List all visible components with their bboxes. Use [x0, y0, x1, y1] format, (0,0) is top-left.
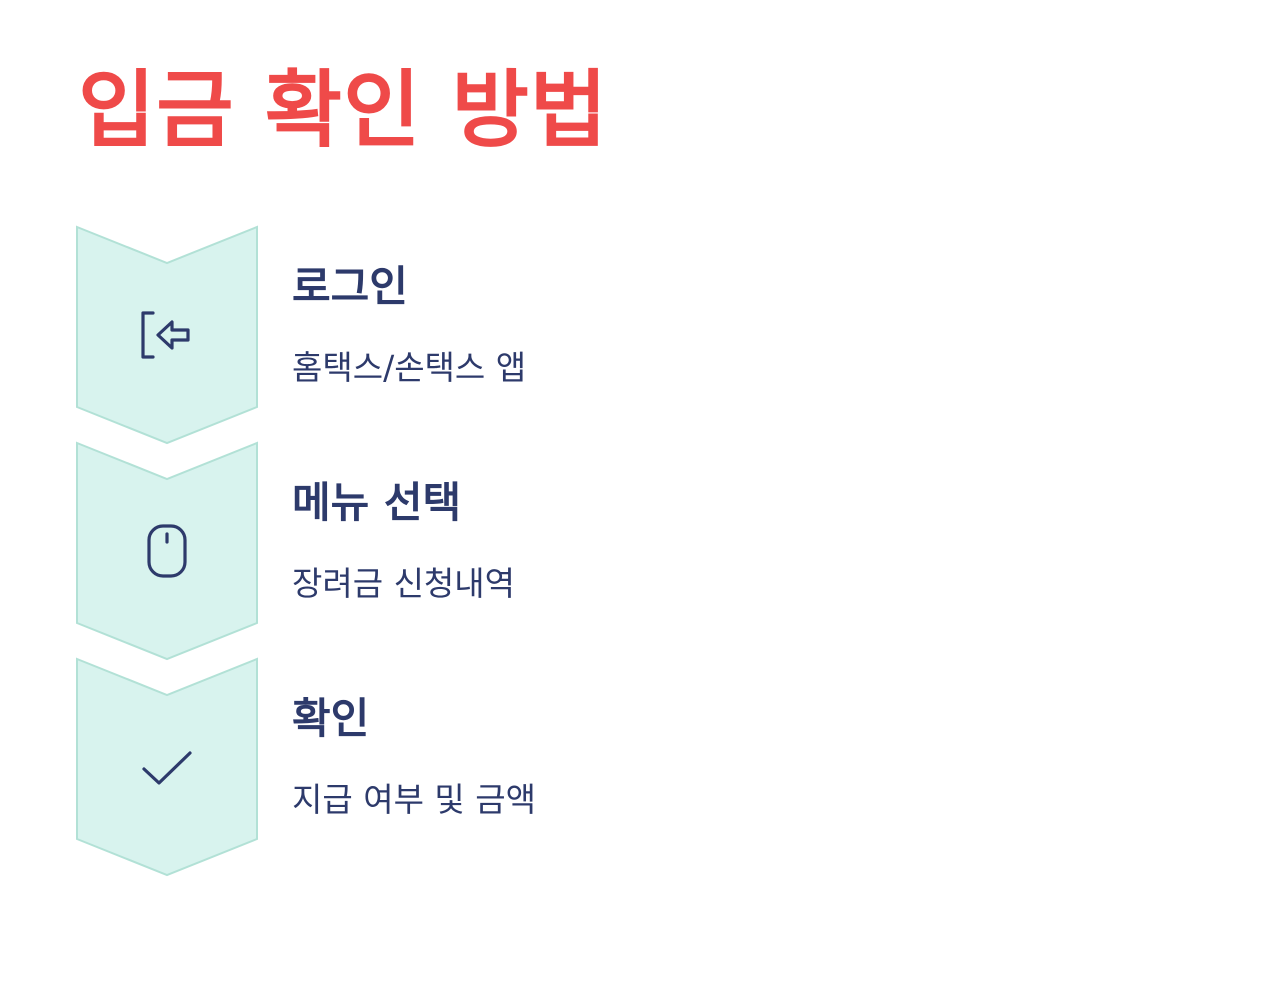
step-login: 로그인 홈택스/손택스 앱 — [76, 225, 976, 446]
step-chevron — [76, 441, 258, 661]
step-chevron — [76, 657, 258, 877]
checkmark-icon — [137, 737, 197, 797]
step-confirm: 확인 지급 여부 및 금액 — [76, 657, 976, 878]
step-menu-select: 메뉴 선택 장려금 신청내역 — [76, 441, 976, 662]
mouse-icon — [137, 521, 197, 581]
step-title: 로그인 — [292, 262, 408, 311]
page-title: 입금 확인 방법 — [78, 61, 609, 159]
step-chevron — [76, 225, 258, 445]
step-description: 홈택스/손택스 앱 — [292, 348, 527, 387]
login-arrow-icon — [137, 305, 197, 365]
step-description: 장려금 신청내역 — [292, 564, 516, 603]
step-title: 메뉴 선택 — [292, 478, 462, 527]
step-title: 확인 — [292, 694, 370, 743]
step-description: 지급 여부 및 금액 — [292, 780, 536, 819]
